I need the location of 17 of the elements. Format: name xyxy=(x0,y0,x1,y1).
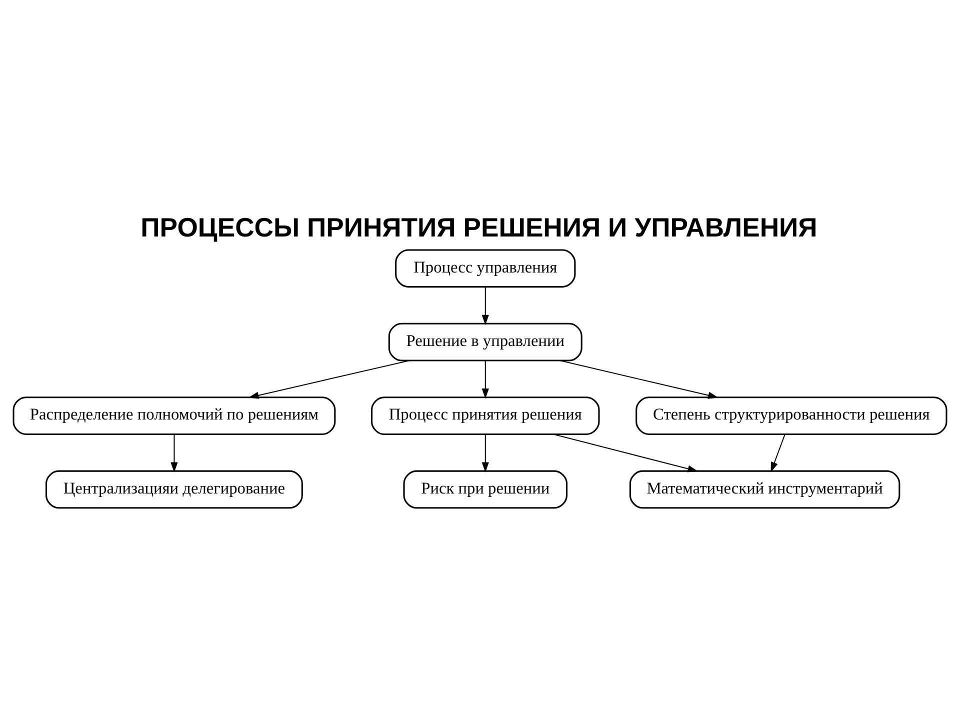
node-box: Процесс управления xyxy=(395,249,576,288)
arrow xyxy=(482,287,489,326)
arrow xyxy=(770,434,786,472)
arrow xyxy=(553,434,698,472)
arrow xyxy=(482,434,489,472)
diagram-title: ПРОЦЕССЫ ПРИНЯТИЯ РЕШЕНИЯ И УПРАВЛЕНИЯ xyxy=(140,212,818,242)
arrow xyxy=(170,434,178,472)
node-box: Процесс принятия решения xyxy=(371,396,600,435)
node-box: Математический инструментарий xyxy=(629,470,900,509)
arrow xyxy=(248,360,410,399)
node-box: Степень структурированности решения xyxy=(636,396,948,435)
node-box: Решение в управлении xyxy=(388,322,582,362)
node-box: Централизацияи делегирование xyxy=(46,470,303,509)
arrow xyxy=(560,360,718,399)
arrow xyxy=(482,360,489,399)
node-box: Распределение полномочий по решениям xyxy=(12,396,336,435)
node-box: Риск при решении xyxy=(403,470,568,509)
